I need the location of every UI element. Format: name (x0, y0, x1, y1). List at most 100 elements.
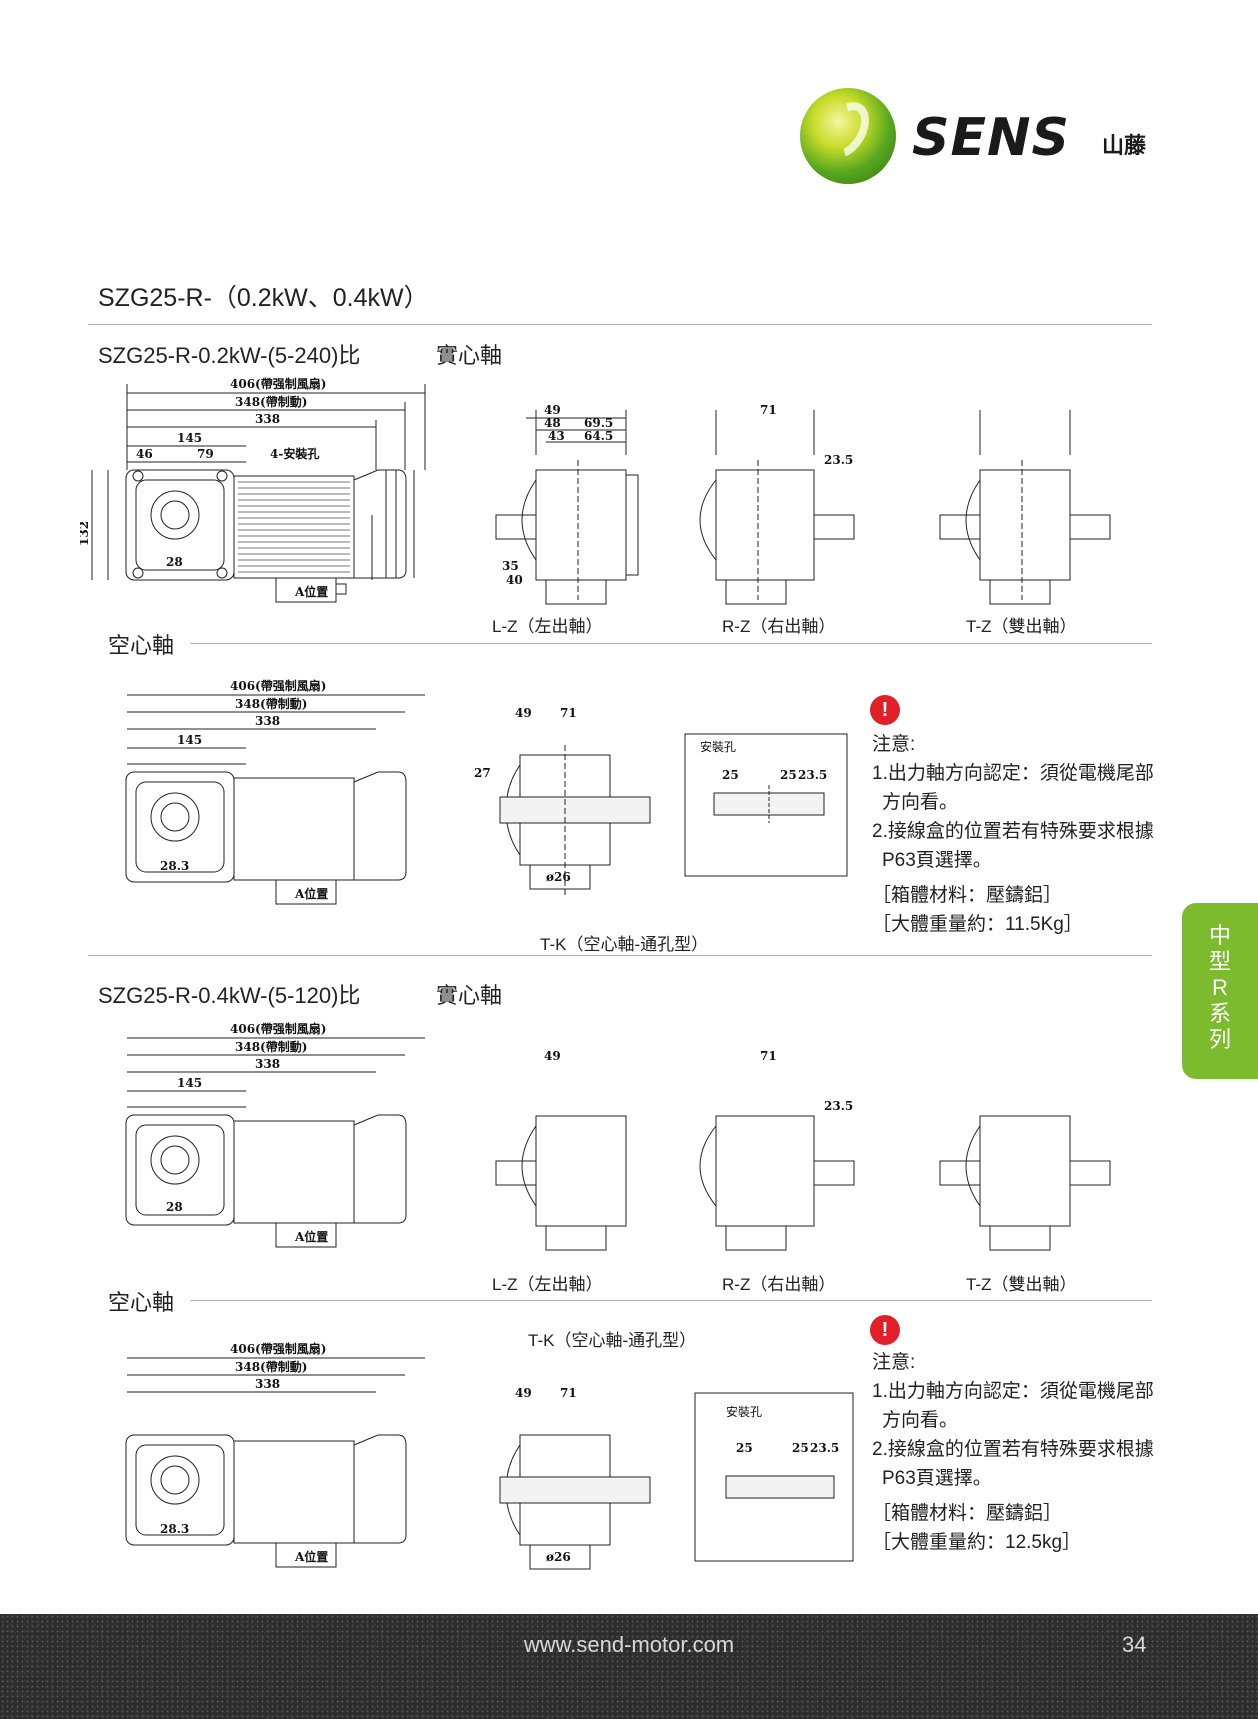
s1-notes: 注意: 1.出力軸方向認定：須從電機尾部 方向看。 2.接線盒的位置若有特殊要求… (872, 730, 1154, 939)
dim-49: 49 (544, 403, 561, 417)
dim-fan: 406(帶强制風扇) (230, 1341, 326, 1356)
s2-caption-tz: T-Z（雙出軸） (966, 1275, 1077, 1294)
s2-tk-drawing: 49 71 ø26 (499, 1386, 651, 1570)
dim-28: 28 (166, 555, 183, 569)
dim-apos: A位置 (294, 1549, 328, 1564)
page-title: SZG25-R-（0.2kW、0.4kW） (98, 284, 429, 312)
note-1b: 方向看。 (882, 792, 959, 813)
dim-26: ø26 (546, 1550, 571, 1564)
dim-m235: 23.5 (810, 1441, 839, 1455)
s1-tk-drawing: 49 71 27 ø26 (474, 706, 651, 895)
section1-solid-label: 實心軸 (436, 343, 503, 368)
dim-fan: 406(帶强制風扇) (230, 1021, 326, 1036)
dim-145: 145 (177, 1076, 202, 1090)
dim-m25b: 25 (792, 1441, 809, 1455)
dim-71: 71 (760, 403, 777, 417)
dim-132: 132 (80, 521, 91, 546)
s2-caption-rz: R-Z（右出軸） (722, 1275, 836, 1294)
warning-icon: ! (870, 695, 900, 725)
dim-apos: A位置 (294, 584, 328, 599)
note-2a: 2.接線盒的位置若有特殊要求根據 (872, 821, 1154, 842)
dim-fan: 406(帶强制風扇) (230, 678, 326, 693)
dim-283: 28.3 (160, 1522, 189, 1536)
dim-49: 49 (515, 706, 532, 720)
dim-283: 28.3 (160, 859, 189, 873)
series-tab: 中型R系列 (1182, 903, 1258, 1079)
brand-name: SENS (912, 108, 1070, 168)
dim-40: 40 (506, 573, 523, 587)
s1-caption-lz: L-Z（左出軸） (492, 617, 603, 636)
s2-shaft-views: 49 71 23.5 (495, 1049, 1111, 1251)
dim-49: 49 (544, 1049, 561, 1063)
warning-icon: ! (870, 1315, 900, 1345)
s2-notes: 注意: 1.出力軸方向認定：須從電機尾部 方向看。 2.接線盒的位置若有特殊要求… (872, 1348, 1154, 1557)
dim-235: 23.5 (824, 1099, 853, 1113)
dim-brake: 348(帶制動) (235, 394, 307, 409)
s1-shaft-views: 49 48 43 69.5 64.5 35 40 71 23.5 (495, 403, 1111, 605)
dim-len: 338 (255, 412, 280, 426)
dim-apos: A位置 (294, 1229, 328, 1244)
mount-label: 安裝孔 (726, 1404, 762, 1419)
s1-hollow-label: 空心軸 (108, 633, 175, 658)
dim-79: 79 (197, 447, 214, 461)
dim-fan: 406(帶强制風扇) (230, 376, 326, 391)
s2-motor-drawing: 406(帶强制風扇) 348(帶制動) 338 145 28 A位置 (125, 1021, 425, 1248)
s2-mount-hole-detail: 安裝孔 25 25 23.5 (694, 1392, 854, 1562)
divider (190, 643, 1152, 644)
dim-43: 43 (548, 429, 565, 443)
note-2b: P63頁選擇。 (882, 850, 992, 871)
dim-brake: 348(帶制動) (235, 696, 307, 711)
s1-caption-rz: R-Z（右出軸） (722, 617, 836, 636)
dim-71: 71 (760, 1049, 777, 1063)
dim-27: 27 (474, 766, 491, 780)
note-material: ［箱體材料：壓鑄鋁］ (872, 885, 1063, 906)
dim-len: 338 (255, 714, 280, 728)
dim-35: 35 (502, 559, 519, 573)
divider (190, 1300, 1152, 1301)
dim-m25: 25 (722, 768, 739, 782)
note-1a: 1.出力軸方向認定：須從電機尾部 (872, 763, 1154, 784)
note-2b: P63頁選擇。 (882, 1468, 992, 1489)
dim-645: 64.5 (584, 429, 613, 443)
dim-26: ø26 (546, 870, 571, 884)
footer-url[interactable]: www.send-motor.com (523, 1632, 735, 1657)
dim-49: 49 (515, 1386, 532, 1400)
series-tab-label: 中型R系列 (1208, 923, 1231, 1052)
notes-heading: 注意: (872, 1352, 916, 1373)
notes-heading: 注意: (872, 734, 916, 755)
s2-hollow-label: 空心軸 (108, 1290, 175, 1315)
s2-tk-caption: T-K（空心軸-通孔型） (528, 1331, 697, 1350)
footer (0, 1614, 1258, 1719)
divider (88, 324, 1152, 325)
s1-hollow-motor-drawing: 406(帶强制風扇) 348(帶制動) 338 145 28.3 A位置 (125, 678, 425, 905)
s1-tk-caption: T-K（空心軸-通孔型） (540, 935, 709, 954)
dim-len: 338 (255, 1377, 280, 1391)
dim-145: 145 (177, 733, 202, 747)
dim-145: 145 (177, 431, 202, 445)
note-weight: ［大體重量約：11.5Kg］ (872, 914, 1083, 935)
note-1a: 1.出力軸方向認定：須從電機尾部 (872, 1381, 1154, 1402)
dim-695: 69.5 (584, 416, 613, 430)
note-weight: ［大體重量約：12.5kg］ (872, 1532, 1082, 1553)
dim-len: 338 (255, 1057, 280, 1071)
note-2a: 2.接線盒的位置若有特殊要求根據 (872, 1439, 1154, 1460)
section2-title: SZG25-R-0.4kW-(5-120)比 (98, 983, 361, 1008)
dim-71: 71 (560, 706, 577, 720)
divider (88, 955, 1152, 956)
dim-28: 28 (166, 1200, 183, 1214)
logo-ball-icon (800, 88, 896, 184)
s2-hollow-motor-drawing: 406(帶强制風扇) 348(帶制動) 338 28.3 A位置 (125, 1341, 425, 1568)
dim-71: 71 (560, 1386, 577, 1400)
mount-label: 安裝孔 (700, 739, 736, 754)
dim-holes: 4-安裝孔 (270, 446, 319, 461)
dim-235: 23.5 (824, 453, 853, 467)
dim-brake: 348(帶制動) (235, 1359, 307, 1374)
dim-46: 46 (136, 447, 153, 461)
s1-mount-hole-detail: 安裝孔 25 25 23.5 (684, 733, 848, 877)
note-1b: 方向看。 (882, 1410, 959, 1431)
s1-caption-tz: T-Z（雙出軸） (966, 617, 1077, 636)
page-number: 34 (1122, 1632, 1147, 1657)
section2-solid-label: 實心軸 (436, 983, 503, 1008)
dim-brake: 348(帶制動) (235, 1039, 307, 1054)
s2-caption-lz: L-Z（左出軸） (492, 1275, 603, 1294)
